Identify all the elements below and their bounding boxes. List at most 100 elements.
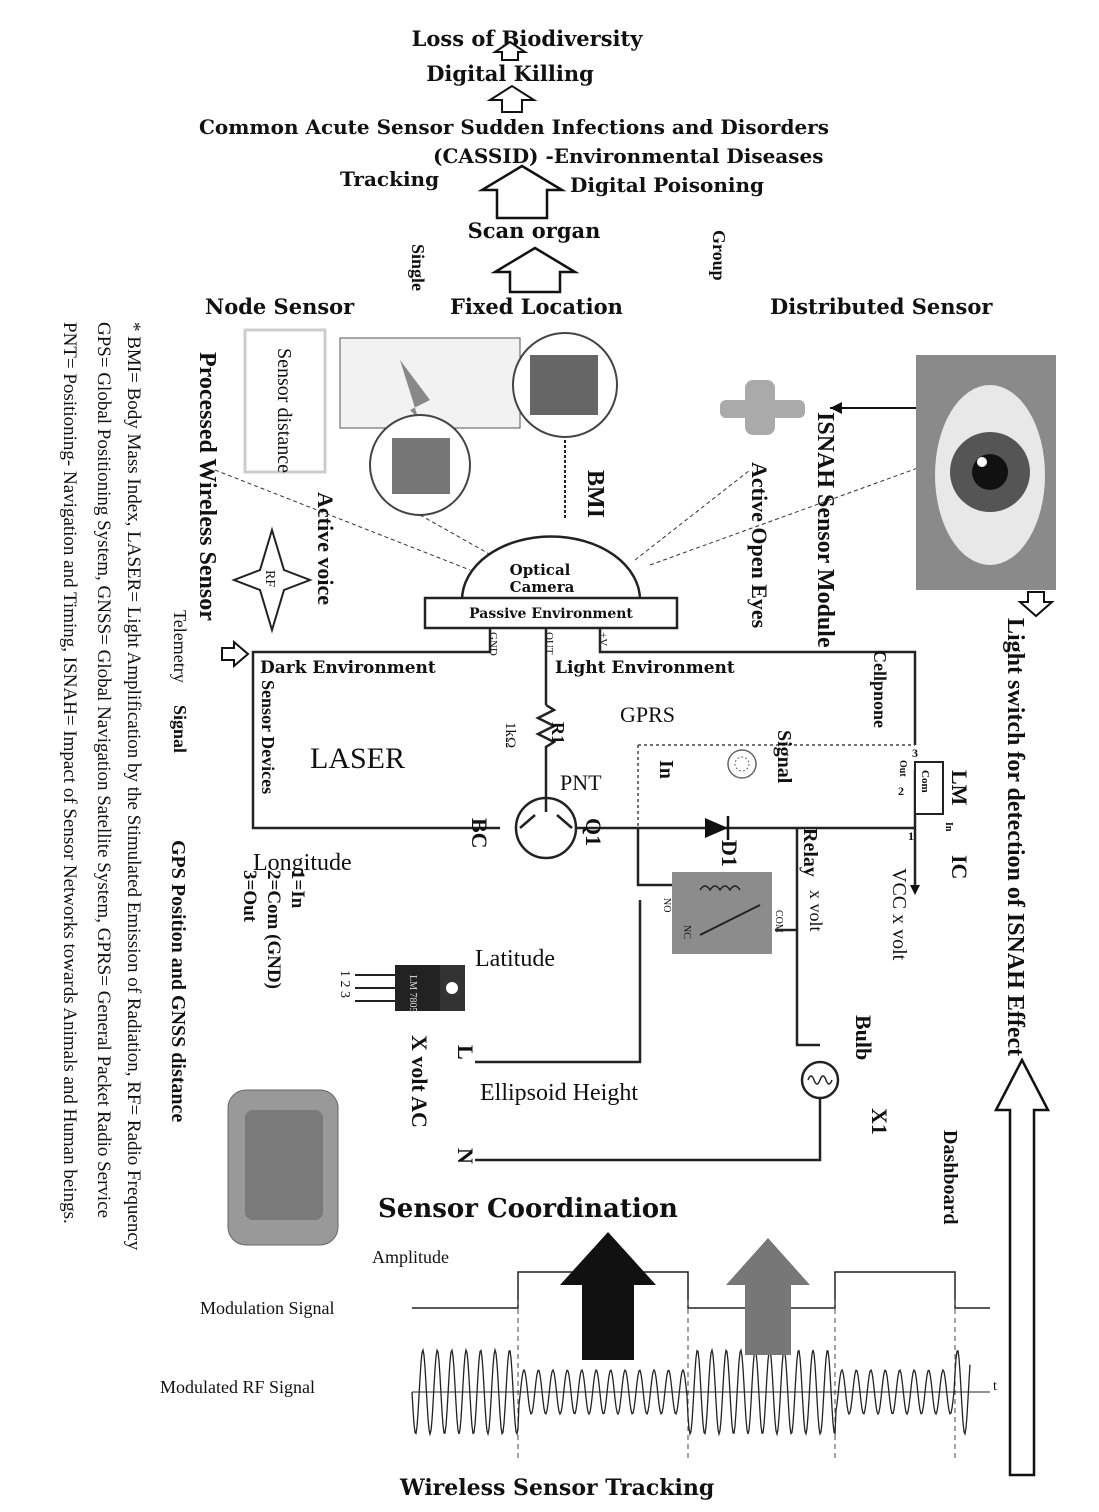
- footnote-line2: GPS= Global Positioning System, GNSS= Gl…: [93, 322, 114, 1218]
- modulation-signal-label: Modulation Signal: [200, 1298, 335, 1318]
- arrow-down-icon: [1017, 591, 1055, 618]
- pin1-label: 1=In: [287, 870, 308, 909]
- relay-x-volt: x volt: [806, 890, 826, 932]
- relay: [672, 872, 772, 954]
- animal-photo: [530, 355, 598, 415]
- distributed-sensor: Distributed Sensor: [770, 294, 993, 319]
- node-sensor: Node Sensor: [205, 294, 355, 319]
- fixed-location: Fixed Location: [450, 294, 623, 319]
- optical-camera: Optical Camera Passive Environment GND O…: [214, 380, 941, 656]
- d1-label: D1: [717, 840, 742, 867]
- pin3-label: 3=Out: [239, 870, 260, 923]
- time-axis-label: t: [993, 1379, 997, 1394]
- lightning-icon: [400, 360, 445, 445]
- modulation-waveform: [412, 1271, 990, 1309]
- arrow-right-icon: [221, 639, 250, 669]
- modulated-rf-waveform: [411, 1347, 971, 1437]
- n-terminal: N: [453, 1148, 478, 1164]
- x-volt-ac: X volt AC: [407, 1035, 432, 1128]
- dark-environment: Dark Environment: [260, 658, 436, 678]
- in-label: In: [655, 760, 677, 779]
- sensor-distance-box: [243, 328, 327, 474]
- gps-gnss-label: GPS Position and GNSS distance: [167, 840, 189, 1122]
- diode-d1: [705, 818, 728, 838]
- arrow-left-icon: [830, 402, 842, 414]
- passive-environment: Passive Environment: [469, 606, 633, 622]
- ic-pin3: 3: [912, 746, 918, 760]
- regulator-label: LM 7805: [407, 975, 418, 1013]
- footnote: * BMI= Body Mass Index, LASER= Light Amp…: [59, 322, 144, 1251]
- active-open-eyes: Active Open Eyes: [747, 462, 772, 629]
- laser-label: LASER: [310, 742, 405, 775]
- animal-photo: [392, 438, 450, 494]
- cassid-line1: Common Acute Sensor Sudden Infections an…: [199, 115, 829, 139]
- arrow-up-icon: [486, 84, 538, 113]
- digital-poisoning-label: Digital Poisoning: [570, 173, 764, 197]
- relay-nc: NC: [681, 925, 692, 939]
- l-terminal: L: [453, 1045, 478, 1060]
- ic-in: In: [943, 822, 954, 832]
- relay-com: COM: [773, 910, 784, 933]
- r1-label: R1: [548, 722, 568, 744]
- gray-up-arrow-icon: [726, 1238, 810, 1355]
- ic-label: IC: [947, 855, 972, 879]
- arrow-up-icon: [491, 40, 529, 61]
- tracking-label: Tracking: [340, 167, 439, 191]
- sensor-coordination: Sensor Coordination: [378, 1194, 678, 1224]
- light-switch-label: Light switch for detection of ISNAH Effe…: [1002, 618, 1028, 1056]
- relay-label: Relay: [799, 828, 821, 877]
- regulator-pin-numbers: 1 2 3: [337, 970, 352, 998]
- r1-value: 1kΩ: [502, 722, 518, 748]
- active-voice: Active voice: [313, 492, 338, 605]
- bc-label: BC: [467, 818, 492, 849]
- digital-killing: Digital Killing: [426, 61, 594, 86]
- human-body-icon: [720, 380, 805, 435]
- sensor-devices: Sensor Devices: [258, 680, 278, 794]
- rf-label: RF: [262, 570, 277, 587]
- pin2-label: 2=Com (GND): [263, 870, 284, 989]
- x1-label: X1: [867, 1108, 892, 1135]
- footnote-line1: * BMI= Body Mass Index, LASER= Light Amp…: [123, 322, 144, 1251]
- light-environment: Light Environment: [555, 658, 735, 678]
- ic-pin1: 1: [908, 829, 914, 843]
- isnah-sensor-module: ISNAH Sensor Module: [812, 412, 838, 648]
- cellphone-label: Cellpnone: [870, 650, 890, 728]
- right-side: Light switch for detection of ISNAH Effe…: [939, 591, 1055, 1477]
- vcc-label: VCC x volt: [888, 868, 910, 961]
- dashboard-label: Dashboard: [939, 1130, 961, 1224]
- arrow-up-icon: [490, 246, 580, 294]
- group-label: Group: [709, 230, 729, 281]
- circuit: Com Out In 3 2 1 NO NC COM Longitude Dar…: [251, 628, 972, 1164]
- lm-label: LM: [947, 770, 972, 806]
- relay-no: NO: [661, 898, 672, 912]
- pnt-label: PNT: [560, 770, 602, 795]
- telemetry-signal-label: Signal: [170, 705, 190, 753]
- signal-label: Signal: [773, 730, 795, 784]
- latitude: Latitude: [475, 946, 555, 972]
- single-label: Single: [408, 244, 428, 291]
- bulb-label: Bulb: [851, 1015, 876, 1060]
- modulation-diagram: Sensor Coordination Amplitude Modulation…: [160, 1194, 997, 1501]
- wireless-sensor-tracking: Wireless Sensor Tracking: [399, 1475, 714, 1501]
- telemetry-label: Telemetry: [170, 610, 190, 683]
- footnote-line3: PNT= Positioning- Navigation and Timing,…: [59, 322, 80, 1224]
- optical-label: Optical: [510, 561, 571, 579]
- ic-com: Com: [919, 770, 931, 793]
- sensor-device-screen: [245, 1110, 323, 1220]
- camera-label: Camera: [510, 578, 575, 596]
- modulated-rf-label: Modulated RF Signal: [160, 1377, 315, 1397]
- q1-label: Q1: [581, 818, 606, 846]
- longitude: Longitude: [253, 850, 352, 876]
- loss-of-biodiversity: Loss of Biodiversity: [412, 26, 644, 51]
- effects-chain: Loss of Biodiversity Digital Killing Com…: [199, 26, 993, 319]
- cassid-line2: (CASSID) -Environmental Diseases: [433, 144, 824, 168]
- arrow-up-icon: [477, 164, 567, 220]
- gprs-label: GPRS: [620, 702, 675, 727]
- amplitude-label: Amplitude: [372, 1247, 449, 1267]
- resistor-r1: [535, 703, 557, 790]
- ellipsoid-height: Ellipsoid Height: [480, 1080, 638, 1106]
- processed-wireless-sensor: Processed Wireless Sensor: [194, 352, 220, 621]
- distance-diagram: [339, 337, 521, 429]
- scan-organ: Scan organ: [468, 218, 601, 243]
